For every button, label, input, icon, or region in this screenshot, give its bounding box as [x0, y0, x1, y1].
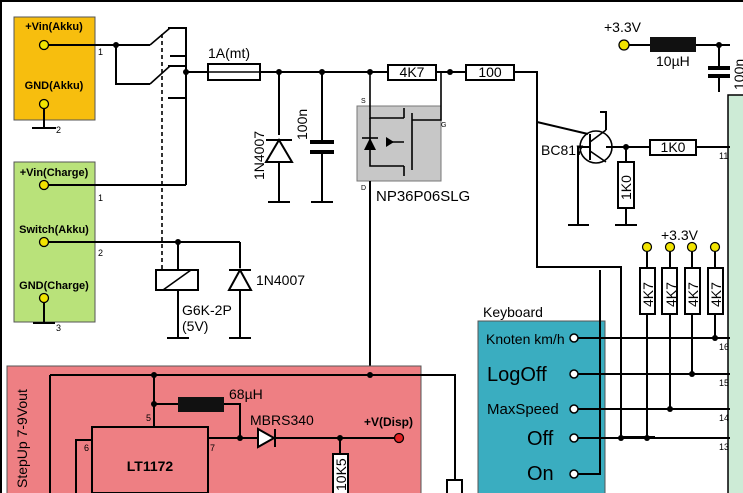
- pin-15: 15: [719, 378, 729, 388]
- charge-vin-label: +Vin(Charge): [20, 167, 89, 179]
- pullups-supply-label: +3.3V: [661, 227, 699, 243]
- charge-pin1-num: 1: [98, 193, 103, 203]
- stepup-resistor: [332, 453, 349, 493]
- key-off-label: Off: [527, 428, 554, 450]
- inductor-top: [650, 37, 696, 52]
- key-knoten-label: Knoten km/h: [486, 331, 565, 347]
- pullup-r3-label: 4K7: [685, 282, 701, 307]
- pin-16: 16: [719, 342, 729, 352]
- akku-pin2-num: 2: [56, 125, 61, 135]
- key-maxspeed-label: MaxSpeed: [487, 401, 559, 418]
- stepup-inductor: [178, 397, 224, 412]
- keyboard-title: Keyboard: [483, 304, 543, 320]
- stepup-title: StepUp 7-9Vout: [14, 389, 30, 488]
- charge-vin-pin: [38, 179, 50, 191]
- charge-pin2-num: 2: [98, 248, 103, 258]
- pin-14: 14: [719, 413, 729, 423]
- key-logoff: LogOff: [487, 364, 579, 386]
- supply-top-label: +3.3V: [604, 19, 642, 35]
- stepup-diode-label: MBRS340: [250, 412, 314, 428]
- stepup-box: [6, 365, 422, 493]
- inductor-top-label: 10µH: [656, 53, 690, 69]
- cap-right-label: 100n: [731, 59, 743, 90]
- diode1-label: 1N4007: [251, 131, 267, 180]
- r-1k0-v-label: 1K0: [618, 175, 634, 200]
- diode2-symbol: [227, 267, 253, 291]
- pullup-r1-label: 4K7: [640, 282, 656, 307]
- akku-gnd-label: GND(Akku): [25, 80, 84, 92]
- mosfet-label: NP36P06SLG: [376, 188, 470, 205]
- stepup-resistor-label: 10K5: [333, 458, 349, 491]
- pullup-r4-label: 4K7: [708, 282, 724, 307]
- charge-pin3-num: 3: [56, 323, 61, 333]
- cap1-symbol: [310, 140, 334, 154]
- stepup-pin7: 7: [210, 443, 215, 453]
- stepup-diode: [257, 427, 277, 449]
- key-logoff-label: LogOff: [487, 364, 547, 386]
- pullup-resistors: [639, 241, 724, 315]
- vdisp-pin: [393, 432, 405, 444]
- stepup-ic-label: LT1172: [127, 458, 174, 474]
- mosfet-g: G: [441, 122, 446, 129]
- stepup-ic: [91, 426, 209, 493]
- diode1-symbol: [264, 138, 294, 163]
- keyboard-box: [477, 320, 606, 493]
- stepup-pin6: 6: [84, 443, 89, 453]
- akku-pin1-num: 1: [98, 47, 103, 57]
- stepup-inductor-label: 68µH: [229, 386, 263, 402]
- relay-sub: (5V): [182, 318, 208, 334]
- r-1k0-h-label: 1K0: [661, 139, 686, 155]
- charge-switch-pin: [38, 236, 50, 248]
- key-knoten: Knoten km/h: [486, 331, 579, 347]
- r-4k7-label: 4K7: [400, 64, 425, 80]
- pin-11: 11: [719, 151, 728, 161]
- akku-vin-label: +Vin(Akku): [25, 21, 83, 33]
- transistor-label: BC817: [541, 142, 584, 158]
- charge-gnd-label: GND(Charge): [19, 280, 89, 292]
- relay-label: G6K-2P: [182, 302, 232, 318]
- supply-top-pin: [618, 39, 630, 51]
- mcu-panel: [727, 94, 743, 493]
- cap1-label: 100n: [294, 109, 310, 140]
- pullup-r2-label: 4K7: [663, 282, 679, 307]
- fuse-label: 1A(mt): [208, 45, 250, 61]
- stepup-pin5: 5: [146, 413, 151, 423]
- key-on-label: On: [527, 463, 554, 485]
- pin-13: 13: [719, 442, 729, 452]
- akku-vin-pin: [38, 39, 50, 51]
- key-maxspeed: MaxSpeed: [487, 401, 579, 418]
- mosfet-s: S: [361, 98, 366, 105]
- akku-connector: [13, 16, 96, 121]
- r-100-label: 100: [478, 64, 502, 80]
- charge-switch-label: Switch(Akku): [19, 224, 89, 236]
- charge-gnd-pin: [38, 292, 50, 304]
- akku-gnd-pin: [38, 98, 50, 110]
- mosfet-d: D: [361, 185, 366, 192]
- diode2-label: 1N4007: [256, 272, 305, 288]
- vdisp-label: +V(Disp): [364, 415, 413, 429]
